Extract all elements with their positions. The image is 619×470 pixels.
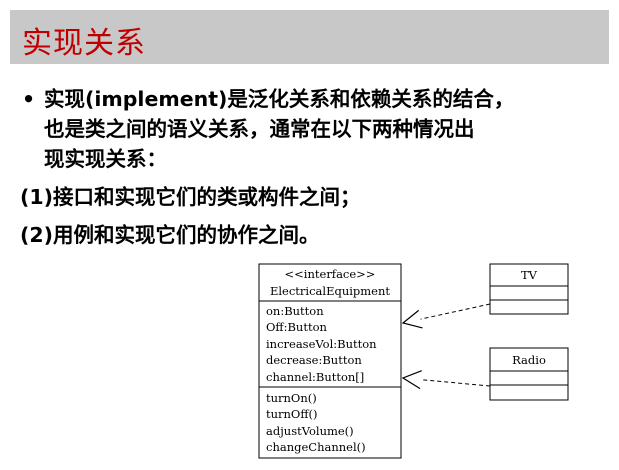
title-bar: 实现关系 xyxy=(10,10,609,64)
attribute-item: decrease:Button xyxy=(266,353,362,367)
bullet-line-3: 现实现关系： xyxy=(44,147,167,171)
realization-arrow-tv xyxy=(403,303,491,323)
attribute-item: channel:Button[] xyxy=(266,370,364,384)
radio-class-box: Radio xyxy=(489,347,569,401)
bullet-line-1: 实现(implement)是泛化关系和依赖关系的结合， xyxy=(44,87,515,111)
attribute-item: on:Button xyxy=(266,304,324,318)
list-item-2: (2)用例和实现它们的协作之间。 xyxy=(20,223,320,247)
operation-item: adjustVolume() xyxy=(266,424,354,438)
operation-item: turnOff() xyxy=(266,407,318,421)
slide-title: 实现关系 xyxy=(22,26,146,61)
list-item-1: (1)接口和实现它们的类或构件之间； xyxy=(20,185,361,209)
tv-class-box: TV xyxy=(489,263,569,315)
operation-item: turnOn() xyxy=(266,391,317,405)
radio-class-name: Radio xyxy=(512,353,546,367)
attribute-item: Off:Button xyxy=(266,320,327,334)
operation-item: changeChannel() xyxy=(266,440,366,454)
interface-stereotype: <<interface>> xyxy=(285,267,376,281)
interface-name: ElectricalEquipment xyxy=(270,284,390,298)
tv-class-name: TV xyxy=(521,268,538,282)
interface-class-box: <<interface>> ElectricalEquipment on:But… xyxy=(258,263,402,459)
attribute-item: increaseVol:Button xyxy=(266,337,377,351)
realization-arrow-radio xyxy=(403,378,491,386)
bullet-dot-icon: • xyxy=(22,87,36,111)
bullet-line-2: 也是类之间的语义关系，通常在以下两种情况出 xyxy=(44,117,475,141)
